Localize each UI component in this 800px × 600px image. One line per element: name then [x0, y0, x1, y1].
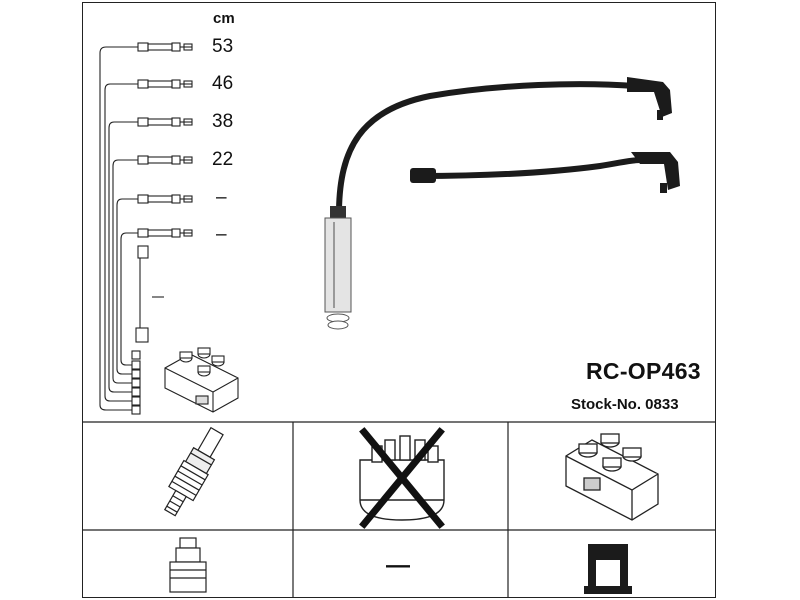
small-coil-pack-icon — [164, 347, 239, 413]
coil-terminals — [131, 350, 141, 415]
length-row-6: – — [216, 224, 227, 245]
length-row-4: 22 — [212, 149, 234, 170]
spark-plug-icon — [163, 426, 224, 517]
length-row-5: – — [216, 187, 227, 208]
row-connectors — [137, 42, 193, 238]
length-row-1: 53 — [212, 36, 234, 57]
length-row-3: 38 — [212, 111, 234, 132]
unit-label: cm — [213, 10, 235, 27]
terminal-icon — [584, 544, 632, 594]
distributor-cap-crossed-icon — [359, 427, 445, 529]
model-number: RC-OP463 — [586, 358, 701, 384]
diagram-frame — [82, 2, 716, 598]
coil-pack-icon — [565, 433, 659, 521]
lead-length-schematic — [99, 42, 193, 415]
not-applicable-dash: — — [386, 552, 410, 579]
length-row-2: 46 — [212, 73, 234, 94]
lead-set-illustration — [324, 77, 680, 330]
plug-connector-icon — [169, 537, 207, 593]
grid-lines — [82, 421, 716, 598]
stock-number: Stock-No. 0833 — [571, 396, 679, 413]
